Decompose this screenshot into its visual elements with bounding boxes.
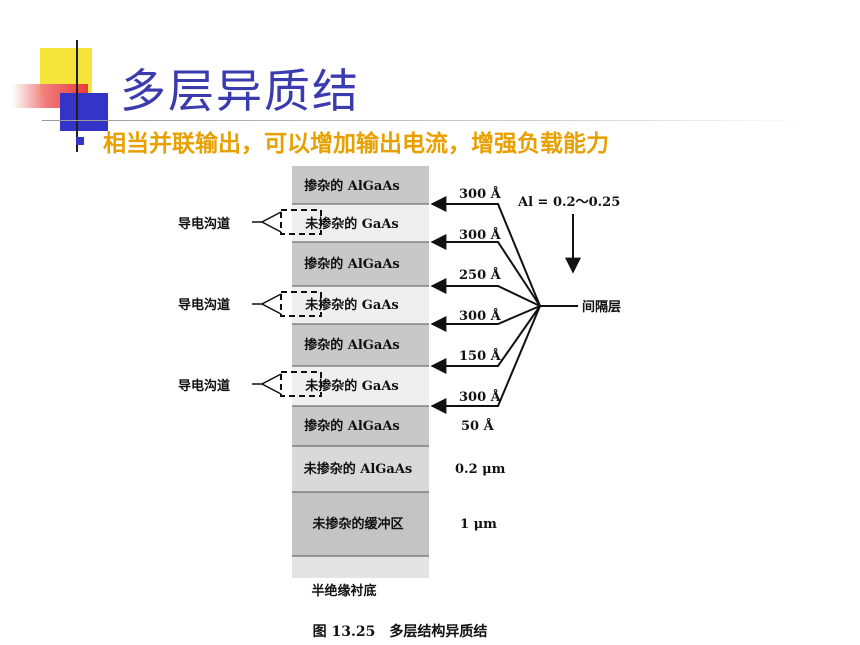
substrate-label: 半绝缘衬底 [311, 583, 376, 599]
bullet-text: 相当并联输出，可以增加输出电流，增强负载能力 [103, 131, 609, 157]
figure-caption: 图 13.25 多层结构异质结 [313, 623, 488, 640]
spacer-arrow [430, 196, 541, 307]
layer-label: 未掺杂的 GaAs [304, 297, 398, 313]
thickness-label: 50 Å [461, 418, 495, 434]
layer-label: 未掺杂的 GaAs [304, 378, 398, 394]
thickness-label: 0.2 μm [455, 462, 506, 477]
layer-band [292, 446, 429, 492]
channel-box [280, 371, 322, 397]
layer-label: 掺杂的 AlGaAs [304, 178, 399, 194]
thickness-label: 300 Å [459, 389, 502, 405]
channel-box [280, 209, 322, 235]
decor-horizontal-line [42, 120, 812, 121]
layer-label: 未掺杂的缓冲区 [311, 516, 403, 532]
layer-label: 掺杂的 AlGaAs [304, 418, 399, 434]
spacer-arrow [430, 305, 541, 374]
decor-blue-square [60, 93, 108, 131]
thickness-label: 300 Å [459, 308, 502, 324]
thickness-label: 250 Å [459, 267, 502, 283]
layer-band [292, 166, 429, 204]
bullet-square-icon [76, 137, 84, 145]
channel-label: 导电沟道 [178, 378, 230, 394]
spacer-label: 间隔层 [582, 299, 621, 315]
layer-label: 未掺杂的 GaAs [304, 216, 398, 232]
thickness-label: 300 Å [459, 186, 502, 202]
layer-label: 掺杂的 AlGaAs [304, 256, 399, 272]
layer-band [292, 242, 429, 286]
spacer-arrow [430, 305, 541, 414]
spacer-arrow [430, 278, 541, 307]
spacer-arrow [430, 234, 541, 307]
channel-label: 导电沟道 [178, 216, 230, 232]
slide-title: 多层异质结 [120, 64, 360, 118]
layer-label: 未掺杂的 AlGaAs [303, 461, 412, 477]
decor-vertical-line [76, 40, 78, 152]
channel-label: 导电沟道 [178, 297, 230, 313]
layer-label: 掺杂的 AlGaAs [304, 337, 399, 353]
thickness-label: 1 μm [460, 517, 497, 532]
thickness-label: 150 Å [459, 348, 502, 364]
layer-band [292, 492, 429, 556]
thickness-label: 300 Å [459, 227, 502, 243]
layer-band [292, 406, 429, 446]
spacer-arrow [430, 305, 541, 332]
layer-band [292, 324, 429, 366]
al-fraction-label: Al = 0.2～0.25 [517, 195, 620, 210]
substrate-band [292, 556, 429, 578]
channel-box [280, 291, 322, 317]
